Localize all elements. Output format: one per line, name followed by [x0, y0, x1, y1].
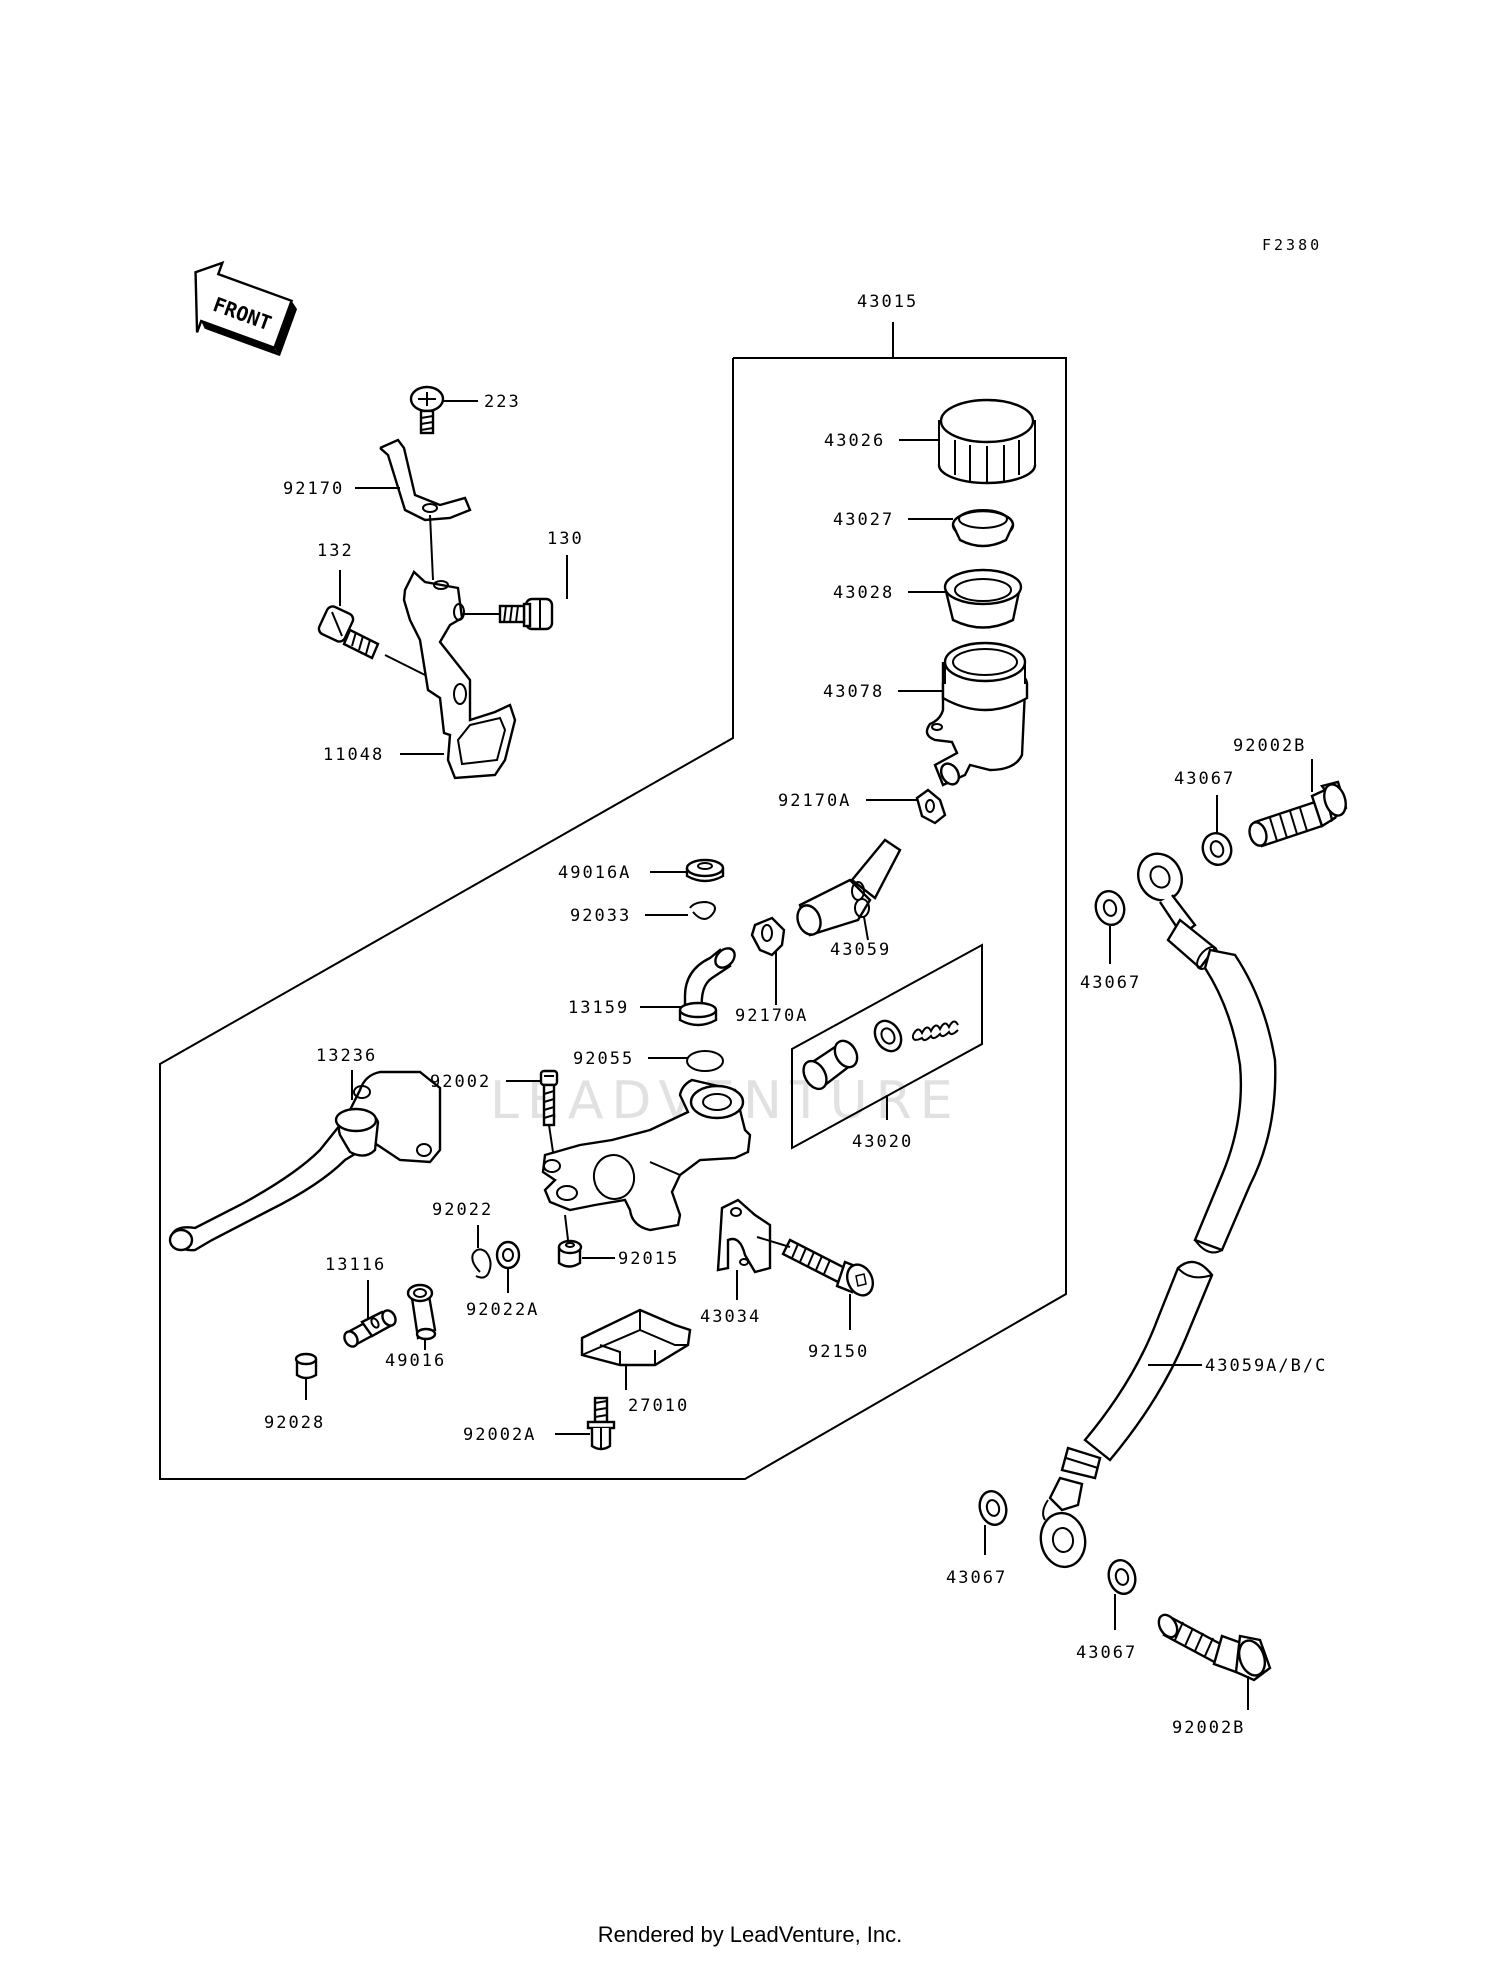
piston-kit-43020	[802, 1019, 959, 1091]
callout-27010: 27010	[628, 1396, 689, 1416]
hose-43059abc	[1039, 852, 1277, 1569]
bracket-92170	[379, 438, 472, 522]
lever-13236	[168, 1070, 442, 1252]
callout-92033: 92033	[570, 906, 631, 926]
callout-43067-a: 43067	[1174, 769, 1235, 789]
callout-92028: 92028	[264, 1413, 325, 1433]
callout-11048: 11048	[323, 745, 384, 765]
circlip-92022	[471, 1248, 492, 1279]
cap-92028	[294, 1352, 318, 1380]
callout-13159: 13159	[568, 998, 629, 1018]
callout-92022: 92022	[432, 1200, 493, 1220]
washer-43067-d	[1107, 1559, 1137, 1595]
callout-49016A: 49016A	[558, 863, 631, 883]
figure-code: F2380	[1262, 236, 1322, 254]
callout-92015: 92015	[618, 1249, 679, 1269]
callout-49016: 49016	[385, 1351, 446, 1371]
reservoir-43078	[925, 641, 1029, 787]
callout-92170A-mid: 92170A	[735, 1006, 808, 1026]
callout-92150: 92150	[808, 1342, 869, 1362]
callout-92002A: 92002A	[463, 1425, 536, 1445]
bolt-132	[317, 605, 380, 660]
callout-92022A: 92022A	[466, 1300, 539, 1320]
front-arrow-icon: FRONT	[194, 260, 298, 357]
footer-credit: Rendered by LeadVenture, Inc.	[597, 1922, 903, 1947]
banjo-bolt-92002b-top	[1248, 780, 1348, 848]
callout-43015: 43015	[857, 292, 918, 312]
callout-92170: 92170	[283, 479, 344, 499]
callout-13116: 13116	[325, 1255, 386, 1275]
cap-43026	[937, 398, 1037, 485]
oring-92055	[686, 1050, 724, 1072]
banjo-bolt-92002b-bottom	[1157, 1613, 1272, 1682]
callout-132: 132	[317, 541, 354, 561]
callout-43067-d: 43067	[1076, 1643, 1137, 1663]
washer-43067-c	[978, 1490, 1008, 1526]
bracket-11048	[402, 570, 517, 780]
bolt-130	[498, 597, 554, 631]
callout-43027: 43027	[833, 510, 894, 530]
diaphragm-43028	[943, 568, 1023, 629]
bolt-92150	[781, 1238, 875, 1297]
callout-43026: 43026	[824, 431, 885, 451]
callout-130: 130	[547, 529, 584, 549]
cap-49016a	[685, 858, 725, 883]
assembly-outline-43015	[159, 322, 1067, 1480]
master-cylinder-body	[541, 1078, 752, 1232]
callout-43059ABC: 43059A/B/C	[1205, 1356, 1327, 1376]
callout-223: 223	[484, 392, 521, 412]
callout-43067-b: 43067	[1080, 973, 1141, 993]
snap-ring-92033	[689, 900, 716, 920]
callout-92002B-bottom: 92002B	[1172, 1718, 1245, 1738]
washer-43067-b	[1094, 889, 1126, 927]
callout-92002: 92002	[430, 1072, 491, 1092]
washer-92022a	[495, 1240, 521, 1270]
clip-92170a-mid	[750, 916, 786, 957]
callout-43028: 43028	[833, 583, 894, 603]
boot-49016	[406, 1283, 437, 1341]
callout-43034: 43034	[700, 1307, 761, 1327]
pin-13116	[343, 1309, 397, 1348]
switch-27010	[580, 1308, 692, 1367]
nut-92015	[557, 1239, 583, 1268]
kit-outline-43020	[791, 943, 983, 1150]
screw-223	[409, 385, 445, 435]
callout-92055: 92055	[573, 1049, 634, 1069]
screw-92002	[539, 1069, 559, 1127]
fitting-13159	[678, 947, 736, 1027]
washer-43067-a	[1201, 832, 1233, 866]
clip-92170a-top	[915, 788, 947, 825]
callout-43020: 43020	[852, 1132, 913, 1152]
plate-43027	[951, 509, 1015, 548]
clamp-43034	[716, 1198, 772, 1274]
callout-43078: 43078	[823, 682, 884, 702]
callout-43059: 43059	[830, 940, 891, 960]
callout-13236: 13236	[316, 1046, 377, 1066]
callout-43067-c: 43067	[946, 1568, 1007, 1588]
screw-92002a	[586, 1396, 616, 1451]
callout-92170A-top: 92170A	[778, 791, 851, 811]
hose-43059	[796, 838, 902, 937]
callout-92002B-top: 92002B	[1233, 736, 1306, 756]
